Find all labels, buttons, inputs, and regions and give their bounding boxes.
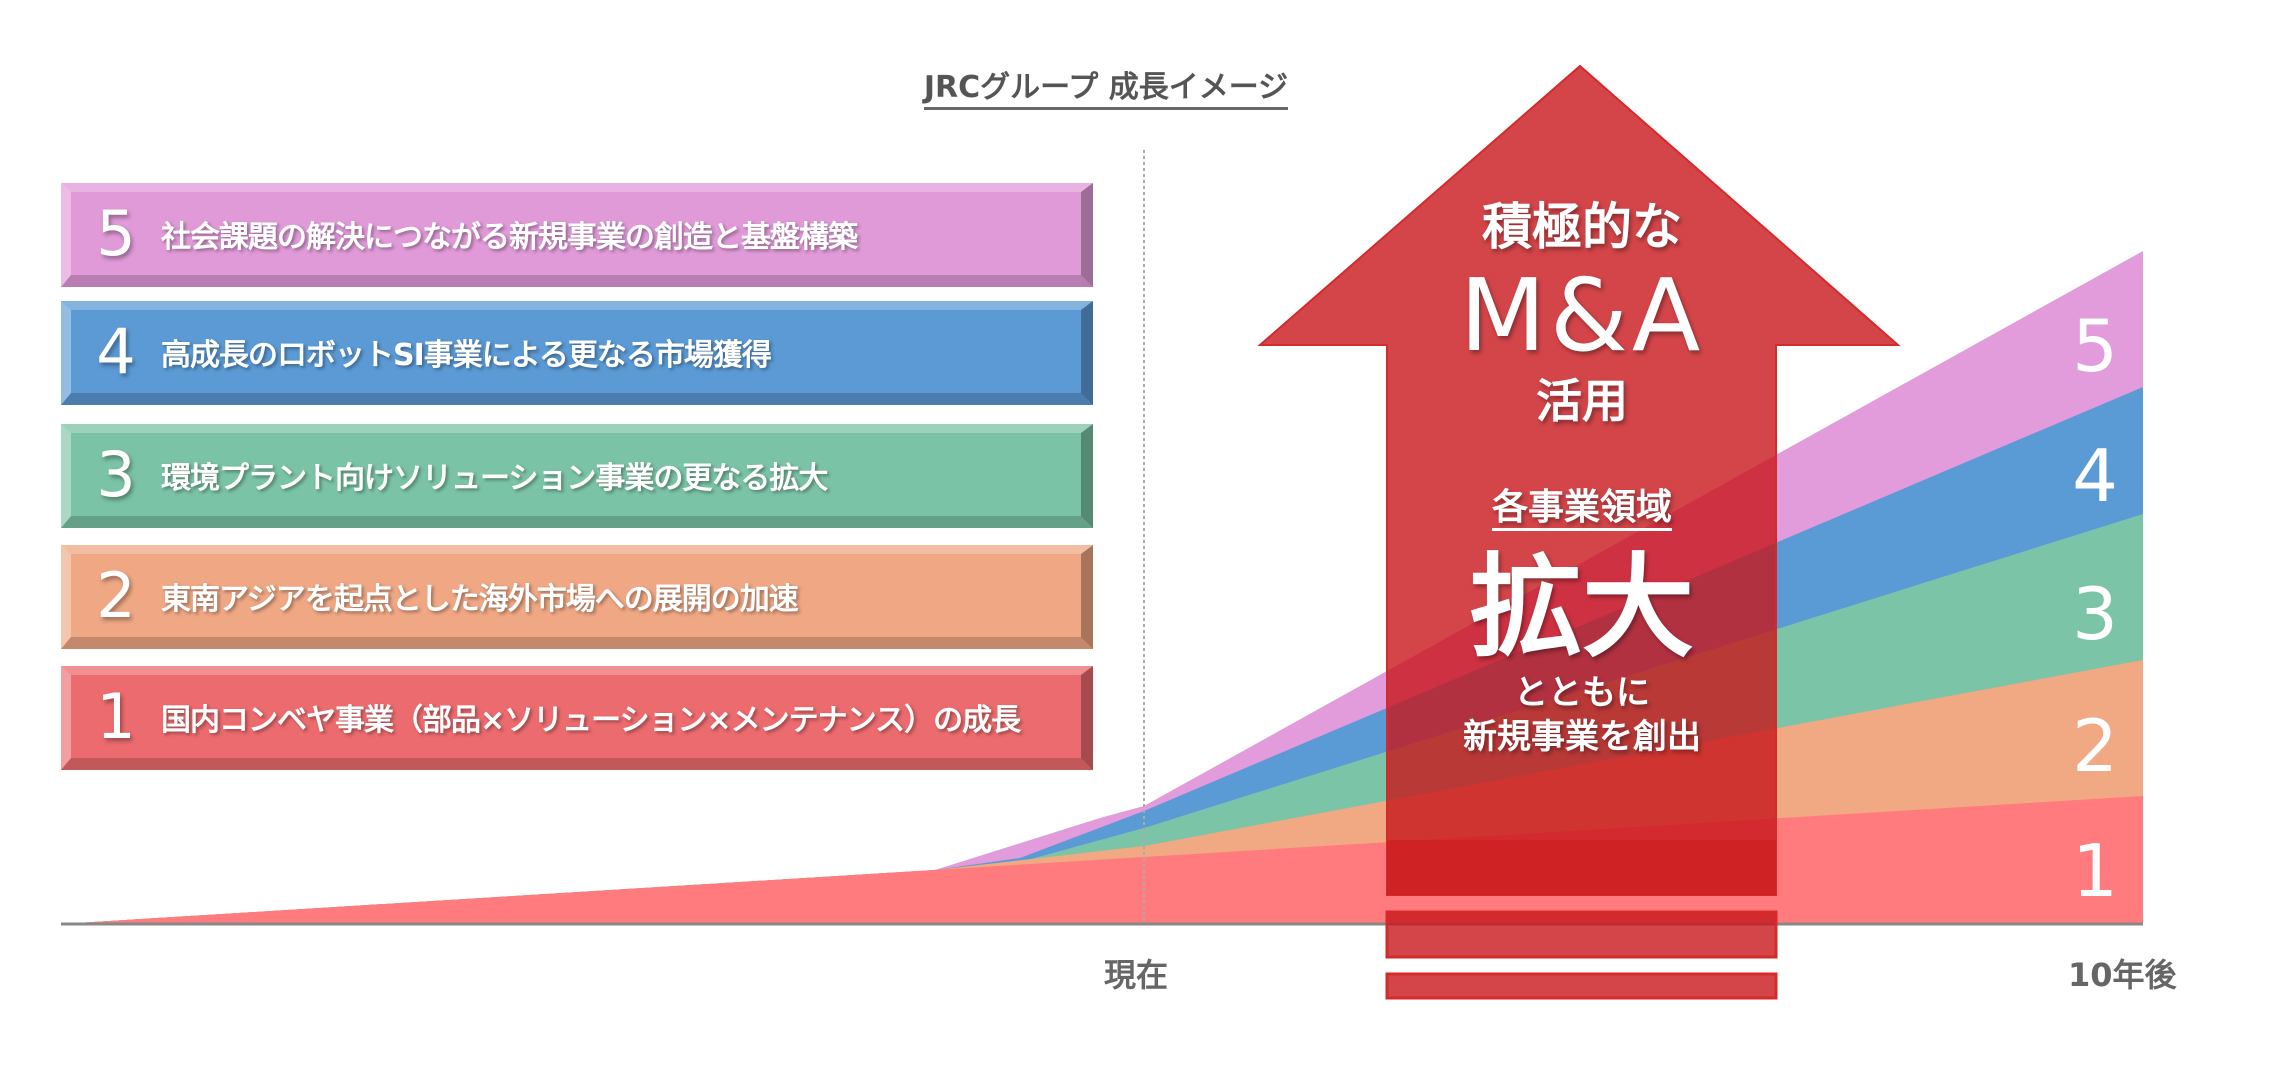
arrow-stripe bbox=[1385, 910, 1778, 959]
initiative-bar-3: 3 環境プラント向けソリューション事業の更なる拡大 bbox=[61, 424, 1093, 528]
initiative-number: 3 bbox=[96, 438, 136, 511]
arrow-text-utilize: 活用 bbox=[1536, 374, 1628, 428]
layer-label-3: 3 bbox=[2072, 572, 2118, 656]
initiative-number: 2 bbox=[96, 559, 136, 632]
axis-label-10-years: 10年後 bbox=[2068, 956, 2177, 994]
layer-label-4: 4 bbox=[2072, 434, 2118, 518]
arrow-text-each-business: 各事業領域 bbox=[1382, 487, 1782, 531]
initiative-text: 東南アジアを起点とした海外市場への展開の加速 bbox=[161, 581, 799, 617]
initiative-number: 4 bbox=[96, 315, 136, 388]
arrow-text-together: とともに bbox=[1514, 673, 1650, 713]
arrow-base-shade bbox=[1387, 840, 1776, 895]
layer-label-5: 5 bbox=[2072, 304, 2118, 388]
arrow-text-ma: M&A bbox=[1459, 257, 1705, 374]
initiative-text: 環境プラント向けソリューション事業の更なる拡大 bbox=[161, 460, 828, 496]
arrow-text-active: 積極的な bbox=[1482, 198, 1682, 256]
initiative-number: 5 bbox=[96, 197, 136, 270]
initiative-bar-2: 2 東南アジアを起点とした海外市場への展開の加速 bbox=[61, 545, 1093, 649]
arrow-text-expand: 拡大 bbox=[1470, 543, 1694, 673]
layer-label-1: 1 bbox=[2072, 829, 2118, 913]
initiative-text: 社会課題の解決につながる新規事業の創造と基盤構築 bbox=[161, 219, 858, 255]
arrow-stripe bbox=[1385, 972, 1778, 1000]
arrow-text-create-new: 新規事業を創出 bbox=[1463, 717, 1701, 757]
initiative-text: 高成長のロボットSI事業による更なる市場獲得 bbox=[161, 337, 772, 373]
layer-label-2: 2 bbox=[2072, 704, 2118, 788]
growth-layer-1 bbox=[61, 796, 2143, 924]
initiative-bar-4: 4 高成長のロボットSI事業による更なる市場獲得 bbox=[61, 301, 1093, 405]
initiative-bar-5: 5 社会課題の解決につながる新規事業の創造と基盤構築 bbox=[61, 183, 1093, 287]
initiative-bar-1: 1 国内コンベヤ事業（部品×ソリューション×メンテナンス）の成長 bbox=[61, 666, 1093, 770]
initiative-text: 国内コンベヤ事業（部品×ソリューション×メンテナンス）の成長 bbox=[161, 702, 1021, 738]
axis-label-now: 現在 bbox=[1104, 956, 1169, 994]
initiative-number: 1 bbox=[96, 680, 136, 753]
diagram-title: JRCグループ 成長イメージ bbox=[0, 62, 2212, 110]
